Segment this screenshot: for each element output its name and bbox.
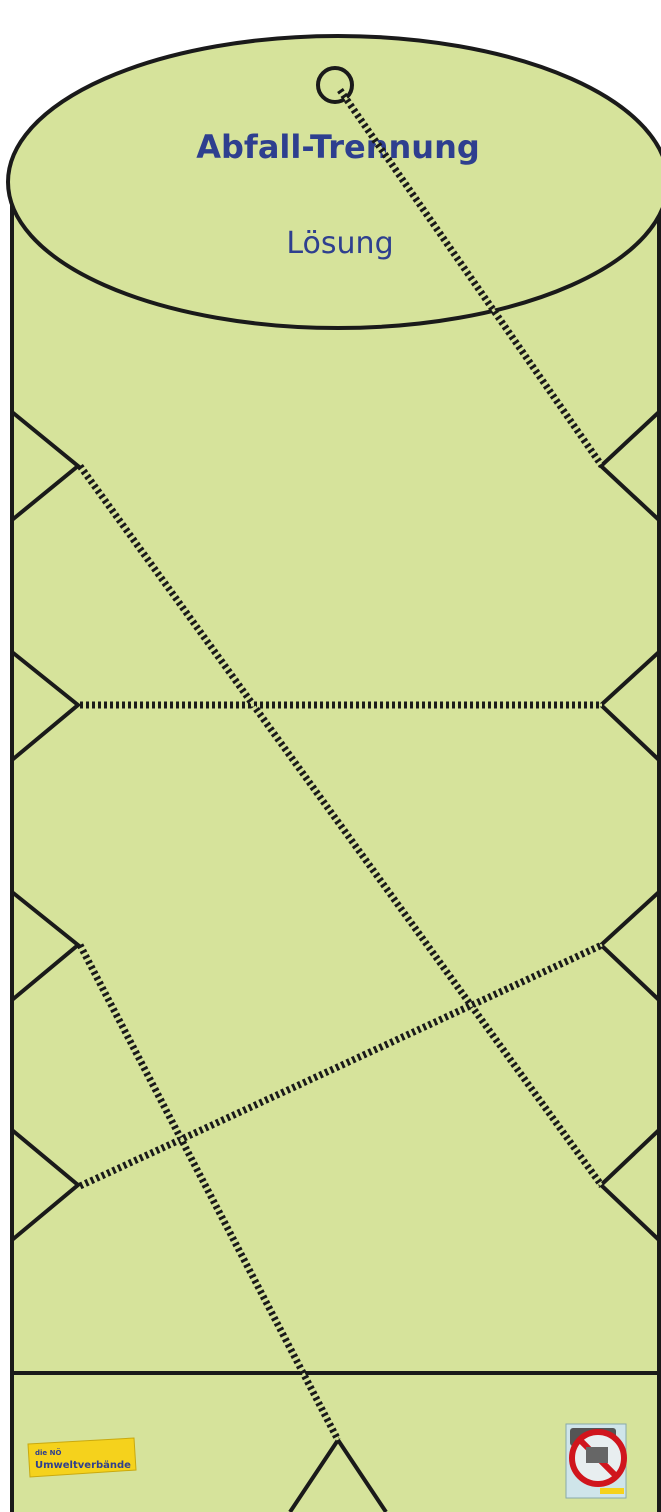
worksheet-title: Abfall-Trennung bbox=[196, 128, 480, 166]
logo-main-text: Umweltverbände bbox=[35, 1460, 131, 1471]
cylinder-body bbox=[12, 180, 661, 1512]
trash-prohibition-badge-icon bbox=[566, 1424, 626, 1498]
cylinder-lid bbox=[8, 36, 661, 328]
umweltverbaende-logo: die NÖ Umweltverbände bbox=[28, 1438, 136, 1477]
logo-small-text: die NÖ bbox=[35, 1448, 61, 1457]
worksheet-subtitle: Lösung bbox=[286, 226, 393, 261]
